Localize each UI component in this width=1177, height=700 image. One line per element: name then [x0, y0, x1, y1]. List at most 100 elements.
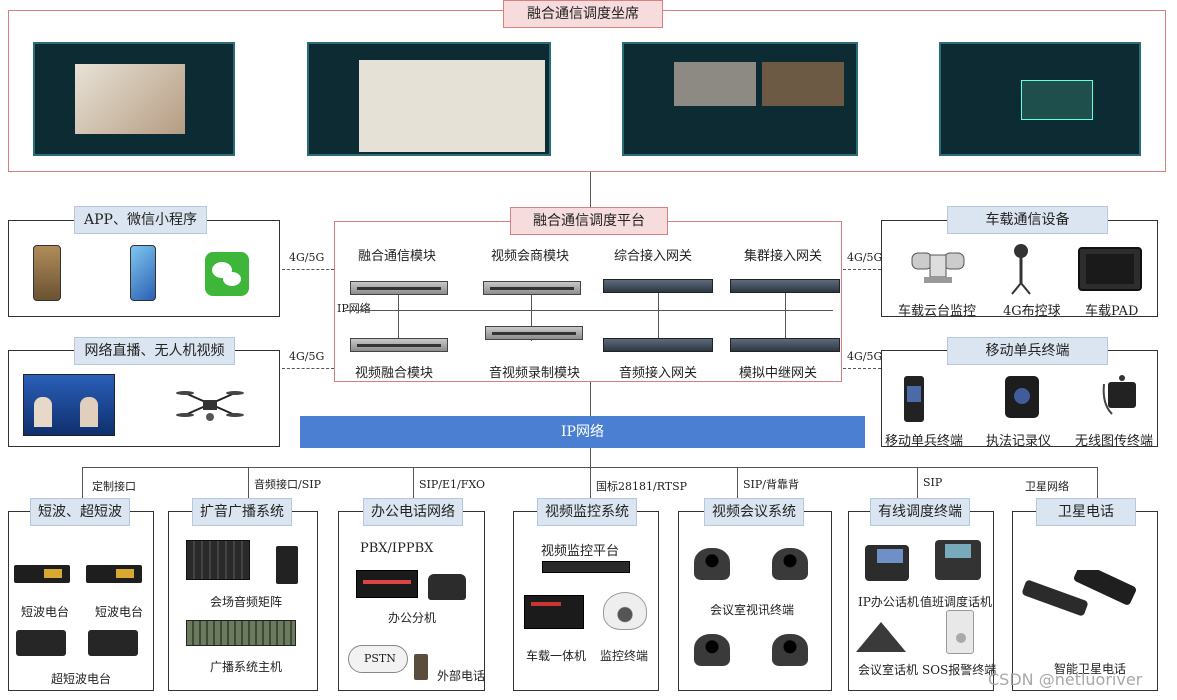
- mobile-item-2: 执法记录仪: [986, 434, 1052, 449]
- body-camera-icon: [1005, 376, 1039, 418]
- watermark: CSDN @netluoriver: [988, 670, 1143, 689]
- mobile-platform-link: [843, 368, 881, 369]
- drone-icon: [175, 385, 245, 427]
- distribution-line: [82, 467, 1097, 468]
- smartphone-gold-icon: [33, 245, 61, 301]
- shortwave-item-2: 短波电台: [95, 605, 144, 619]
- trunk-gateway-device: [730, 279, 840, 293]
- interface-label-2: 音频接口/SIP: [254, 478, 321, 491]
- drop-broadcast: [248, 467, 249, 509]
- vehicle-pad-icon: [1078, 247, 1142, 291]
- vehicle-item-1: 车载云台监控: [898, 304, 977, 319]
- seat-screen-video: [33, 42, 235, 156]
- conf-camera-2-icon: [772, 548, 808, 580]
- pbx-device-icon: [356, 570, 418, 598]
- ip-phone-icon: [865, 545, 909, 581]
- drop-video-mon: [590, 467, 591, 509]
- ultrashort-radio-1-icon: [16, 630, 66, 656]
- interface-label-5: SIP/背靠背: [743, 478, 799, 491]
- conf-camera-3-icon: [694, 634, 730, 666]
- vehicle-platform-link: [843, 269, 881, 270]
- interface-label-6: SIP: [923, 476, 943, 489]
- interface-label-7: 卫星网络: [1025, 480, 1069, 493]
- satellite-phone-icon: [1016, 563, 1146, 622]
- bus-drop-2: [531, 295, 532, 341]
- drop-office: [413, 467, 414, 509]
- mobile-link-label: 4G/5G: [847, 350, 883, 363]
- office-phone-icon: [428, 574, 466, 600]
- module-label-6: 音视频录制模块: [489, 366, 581, 381]
- fusion-comm-module-device: [350, 281, 448, 295]
- dome-camera-icon: [603, 592, 647, 630]
- conf-camera-1-icon: [694, 548, 730, 580]
- module-label-1: 融合通信模块: [358, 249, 437, 264]
- video-consult-module-device: [483, 281, 581, 295]
- shortwave-panel: [8, 511, 154, 691]
- dispatch-seat-title: 融合通信调度坐席: [503, 0, 663, 28]
- broadcast-item-2: 广播系统主机: [210, 660, 283, 674]
- office-item-2: 外部电话: [437, 669, 486, 683]
- smartphone-blue-icon: [130, 245, 156, 301]
- analog-relay-gateway-device: [730, 338, 840, 352]
- drop-video-conf: [737, 467, 738, 509]
- live-title: 网络直播、无人机视频: [74, 337, 235, 365]
- av-record-module-device: [485, 326, 583, 340]
- seat-platform-link: [590, 172, 591, 220]
- shortwave-title: 短波、超短波: [30, 498, 130, 526]
- external-phone-icon: [414, 654, 428, 680]
- satellite-title: 卫星电话: [1036, 498, 1136, 526]
- monitor-platform-device-icon: [542, 561, 630, 573]
- app-link-label: 4G/5G: [289, 251, 325, 264]
- module-label-5: 视频融合模块: [355, 366, 434, 381]
- duty-dispatch-phone-icon: [935, 540, 981, 580]
- drop-satellite: [1097, 467, 1098, 509]
- news-broadcast-image: [23, 374, 115, 436]
- module-label-7: 音频接入网关: [619, 366, 698, 381]
- seat-screen-map: [307, 42, 551, 156]
- platform-panel: [334, 221, 842, 382]
- seat-screen-monitor: [622, 42, 858, 156]
- ip-network-bar: IP网络: [300, 416, 865, 448]
- seat-screen-dispatch: [939, 42, 1141, 156]
- ip-network-stem: [590, 448, 591, 468]
- wired-title: 有线调度终端: [870, 498, 970, 526]
- platform-bus-label: IP网络: [337, 302, 371, 315]
- office-title: 办公电话网络: [363, 498, 463, 526]
- mobile-title: 移动单兵终端: [947, 337, 1108, 365]
- audio-gateway-device: [603, 338, 713, 352]
- pstn-cloud-icon: [348, 645, 408, 673]
- interface-label-1: 定制接口: [92, 480, 136, 493]
- platform-bus-line: [345, 310, 833, 311]
- mobile-item-3: 无线图传终端: [1075, 434, 1154, 449]
- wired-item-1: IP办公话机: [858, 595, 919, 609]
- audio-matrix-icon: [186, 540, 250, 580]
- video-conf-title: 视频会议系统: [704, 498, 804, 526]
- vehicle-item-2: 4G布控球: [1003, 304, 1061, 319]
- video-mon-item-1: 车载一体机: [526, 649, 587, 663]
- 4g-dome-camera-icon: [1010, 243, 1032, 295]
- wireless-video-terminal-icon: [1100, 374, 1144, 418]
- wired-item-2: 值班调度话机: [920, 595, 993, 609]
- drop-shortwave: [82, 467, 83, 509]
- conf-camera-4-icon: [772, 634, 808, 666]
- bus-drop-1: [398, 295, 399, 341]
- vehicle-title: 车载通信设备: [947, 206, 1108, 234]
- live-link-label: 4G/5G: [289, 350, 325, 363]
- video-mon-title: 视频监控系统: [537, 498, 637, 526]
- vehicle-link-label: 4G/5G: [847, 251, 883, 264]
- platform-title: 融合通信调度平台: [510, 207, 668, 235]
- shortwave-item-3: 超短波电台: [51, 672, 112, 686]
- video-conf-item-1: 会议室视讯终端: [710, 603, 795, 617]
- shortwave-radio-2-icon: [86, 565, 142, 583]
- wired-item-3: 会议室话机: [858, 663, 919, 677]
- video-fusion-module-device: [350, 338, 448, 352]
- shortwave-item-1: 短波电台: [21, 605, 70, 619]
- speaker-icon: [276, 546, 298, 584]
- satellite-item-1: 智能卫星电话: [1054, 662, 1127, 676]
- broadcast-host-icon: [186, 620, 296, 646]
- platform-ip-link: [590, 382, 591, 416]
- pstn-label: PSTN: [364, 652, 396, 665]
- mobile-item-1: 移动单兵终端: [885, 434, 964, 449]
- module-label-4: 集群接入网关: [744, 249, 823, 264]
- video-mon-item-2: 监控终端: [600, 649, 649, 663]
